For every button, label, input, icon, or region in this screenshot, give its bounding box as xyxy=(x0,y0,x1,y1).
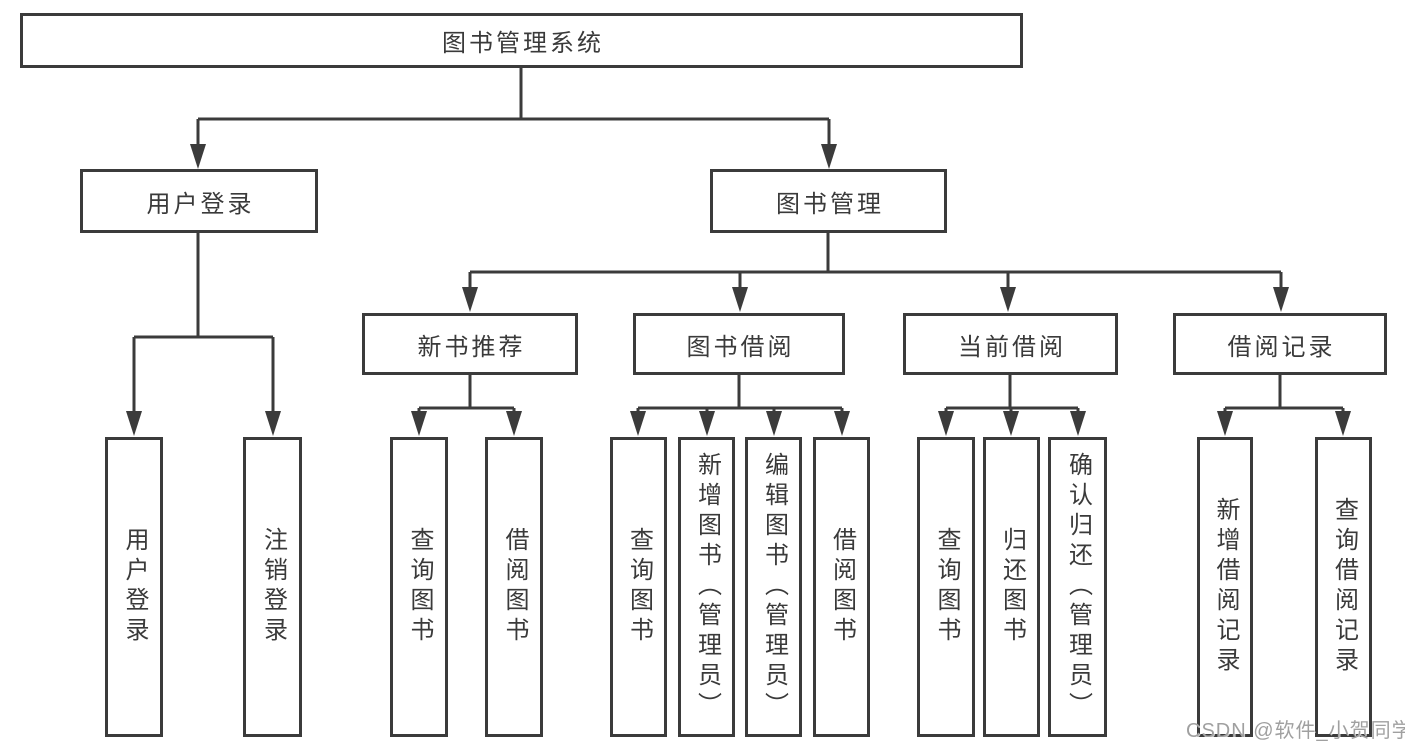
connector-recommend-to-leaves xyxy=(417,375,516,414)
leaf-return-books: 归还图书 xyxy=(983,437,1040,737)
connector-records-to-leaves xyxy=(1223,375,1345,414)
connector-borrow-to-leaves xyxy=(636,375,844,414)
node-label: 编辑图书（管理员） xyxy=(760,452,788,722)
connector-mgmt-to-level3 xyxy=(468,233,1283,290)
node-label: 图书管理系统 xyxy=(442,30,604,57)
leaf-add-books-admin: 新增图书（管理员） xyxy=(678,437,735,737)
leaf-query-books: 查询图书 xyxy=(917,437,975,737)
arrowhead xyxy=(1003,411,1019,436)
leaf-add-borrow-record: 新增借阅记录 xyxy=(1197,437,1253,737)
leaf-borrow-books: 借阅图书 xyxy=(485,437,543,737)
arrowhead xyxy=(1000,287,1016,312)
arrowhead xyxy=(265,411,281,436)
arrowhead xyxy=(411,411,427,436)
arrowhead xyxy=(766,411,782,436)
leaf-user-login: 用户登录 xyxy=(105,437,163,737)
leaf-borrow-books: 借阅图书 xyxy=(813,437,870,737)
arrowhead xyxy=(699,411,715,436)
arrowhead xyxy=(462,287,478,312)
node-label: 借阅记录 xyxy=(1227,333,1336,361)
node-label: 归还图书 xyxy=(998,527,1026,647)
arrowhead xyxy=(938,411,954,436)
arrowhead xyxy=(1335,411,1351,436)
arrowhead xyxy=(1217,411,1233,436)
leaf-query-borrow-record: 查询借阅记录 xyxy=(1315,437,1372,737)
connector-root-to-level2 xyxy=(196,68,831,148)
arrowhead xyxy=(126,411,142,436)
leaf-logout: 注销登录 xyxy=(243,437,302,737)
leaf-confirm-return-admin: 确认归还（管理员） xyxy=(1048,437,1107,737)
node-label: 注销登录 xyxy=(259,527,287,647)
arrowhead xyxy=(1273,287,1289,312)
leaf-query-books: 查询图书 xyxy=(610,437,667,737)
arrowhead xyxy=(190,144,206,169)
node-user-login: 用户登录 xyxy=(80,169,318,233)
node-label: 用户登录 xyxy=(121,527,148,647)
node-root-library-system: 图书管理系统 xyxy=(20,13,1023,68)
arrowhead xyxy=(630,411,646,436)
arrowhead xyxy=(1070,411,1086,436)
node-label: 新书推荐 xyxy=(417,333,526,361)
node-label: 借阅图书 xyxy=(501,527,528,647)
arrowhead xyxy=(506,411,522,436)
arrowhead xyxy=(821,144,837,169)
connector-current-to-leaves xyxy=(944,375,1080,414)
node-label: 新增借阅记录 xyxy=(1212,497,1239,677)
node-current-borrow: 当前借阅 xyxy=(903,313,1118,375)
node-label: 确认归还（管理员） xyxy=(1064,452,1092,722)
node-label: 查询图书 xyxy=(625,527,653,647)
node-new-book-recommend: 新书推荐 xyxy=(362,313,578,375)
node-label: 用户登录 xyxy=(146,190,255,218)
csdn-watermark: CSDN @软件_小贺同学 xyxy=(1186,720,1405,742)
node-label: 查询图书 xyxy=(406,527,433,647)
node-label: 查询图书 xyxy=(933,527,960,647)
arrowhead xyxy=(834,411,850,436)
node-label: 借阅图书 xyxy=(828,527,856,647)
leaf-edit-books-admin: 编辑图书（管理员） xyxy=(745,437,802,737)
node-label: 当前借阅 xyxy=(958,333,1066,361)
arrowhead xyxy=(732,287,748,312)
leaf-query-books: 查询图书 xyxy=(390,437,448,737)
connector-login-to-leaves xyxy=(132,233,275,414)
node-label: 图书借阅 xyxy=(686,333,795,361)
node-borrow-records: 借阅记录 xyxy=(1173,313,1387,375)
node-label: 查询借阅记录 xyxy=(1330,497,1358,677)
node-label: 新增图书（管理员） xyxy=(693,452,721,722)
node-book-borrow: 图书借阅 xyxy=(633,313,845,375)
node-label: 图书管理 xyxy=(776,190,884,218)
node-book-management: 图书管理 xyxy=(710,169,947,233)
